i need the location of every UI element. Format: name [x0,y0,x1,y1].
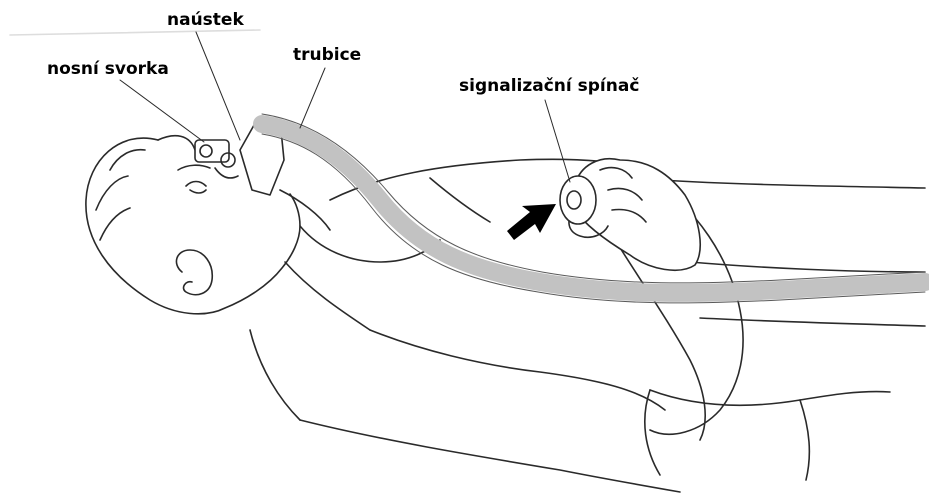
hair [96,136,195,240]
nose-clip-arm [215,168,238,178]
eye [186,182,206,194]
leader-line-nosni [120,80,204,142]
label-mouthpiece: naústek [167,12,244,29]
arrow-icon [507,204,556,240]
chest [370,330,665,410]
body-bottom [300,420,680,492]
ear [176,250,212,295]
leader-line-signal [545,100,570,182]
label-tube: trubice [293,47,361,64]
signal-switch [560,176,596,224]
sleeve [650,390,890,405]
neck-line [285,262,370,330]
bed-line [660,180,925,188]
bed-line [10,30,260,35]
brow [178,165,210,170]
leader-line-trubice [300,68,325,128]
bed-line [700,318,925,326]
leader-line-nausek [196,32,240,140]
side-curve [250,330,300,420]
label-signal-switch: signalizační spínač [459,78,639,95]
label-nose-clip: nosní svorka [47,61,169,78]
